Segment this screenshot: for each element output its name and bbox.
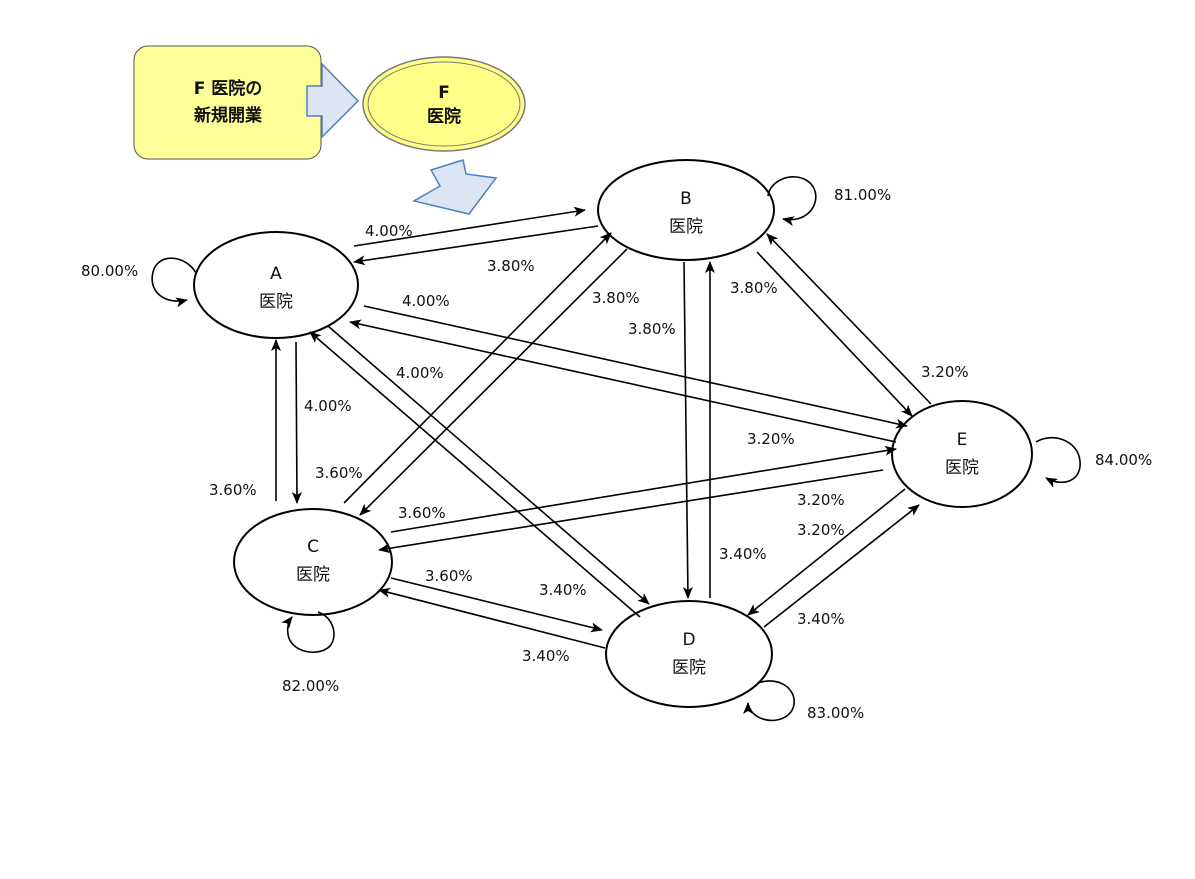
arrow-e-to-a [349,319,897,443]
node-b [597,159,775,261]
clinic-f-kanji: 医院 [427,106,461,127]
label-c-to-b: 3.60% [315,464,363,482]
block-arrow-down [411,159,498,215]
node-c-letter: C [307,537,319,557]
self-loop-c [281,611,335,654]
label-e-to-c: 3.20% [797,491,845,509]
arrow-c-to-b [343,232,612,504]
arrow-d-to-c [378,587,606,649]
node-e [891,400,1033,508]
label-d-to-b: 3.40% [719,545,767,563]
arrow-b-to-d [682,261,693,599]
block-arrow-right [306,62,360,139]
self-loop-c-label: 82.00% [282,677,339,695]
arrow-e-to-d [747,488,906,616]
self-loop-a [151,257,197,308]
node-c-kanji: 医院 [296,565,330,585]
arrow-b-to-c [359,248,628,516]
arrow-a-to-b [353,206,586,247]
label-d-to-e: 3.40% [797,610,845,628]
self-loop-a-label: 80.00% [81,262,138,280]
self-loop-b-label: 81.00% [834,186,891,204]
arrow-b-to-e [756,251,913,417]
arrow-d-to-e [763,504,920,628]
node-b-letter: B [680,189,692,209]
label-e-to-b: 3.20% [921,363,969,381]
arrow-d-to-a [309,331,641,618]
label-a-to-d: 4.00% [396,364,444,382]
node-d-letter: D [682,630,695,650]
label-b-to-c: 3.80% [592,289,640,307]
node-d [605,600,773,708]
label-c-to-e: 3.60% [398,504,446,522]
clinic-f-inner [367,61,521,147]
arrow-c-to-d [390,577,603,633]
self-loop-e-label: 84.00% [1095,451,1152,469]
label-e-to-d: 3.20% [797,521,845,539]
self-loop-b [767,176,817,227]
self-loop-e [1035,437,1081,488]
node-e-letter: E [957,430,968,450]
node-a-letter: A [270,264,282,284]
node-b-kanji: 医院 [669,217,703,237]
new-opening-callout [133,45,322,160]
label-a-to-b: 4.00% [365,222,413,240]
node-a [193,231,359,339]
label-a-to-e: 4.00% [402,292,450,310]
callout-line2: 新規開業 [194,105,262,126]
node-e-kanji: 医院 [945,458,979,478]
callout-line1: F 医院の [194,78,263,99]
label-c-to-d: 3.60% [425,567,473,585]
arrow-a-to-e [363,305,908,429]
label-b-to-e: 3.80% [730,279,778,297]
label-c-to-a: 3.60% [209,481,257,499]
clinic-f-letter: F [438,83,450,103]
arrow-e-to-c [378,469,884,554]
self-loop-d [743,680,795,722]
label-b-to-d: 3.80% [628,320,676,338]
label-d-to-c: 3.40% [522,647,570,665]
self-loop-d-label: 83.00% [807,704,864,722]
arrow-a-to-d [327,325,650,605]
label-d-to-a: 3.40% [539,581,587,599]
arrow-c-to-e [390,445,897,533]
clinic-f-outer [362,56,526,152]
arrow-a-to-c [291,341,302,504]
arrow-b-to-a [353,225,599,266]
node-c [233,508,393,616]
label-a-to-c: 4.00% [304,397,352,415]
node-a-kanji: 医院 [259,292,293,312]
label-b-to-a: 3.80% [487,257,535,275]
node-d-kanji: 医院 [672,658,706,678]
arrow-e-to-b [766,233,932,405]
label-e-to-a: 3.20% [747,430,795,448]
